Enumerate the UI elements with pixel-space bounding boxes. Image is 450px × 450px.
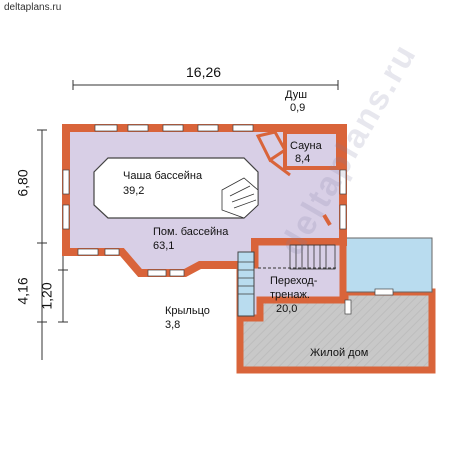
windows (62, 124, 394, 315)
sauna-area: 8,4 (295, 153, 311, 165)
pool-room-area: 63,1 (153, 240, 175, 252)
dim-height-small: 1,20 (38, 282, 55, 310)
pool-partition (322, 213, 332, 227)
shower-name: Душ (285, 89, 308, 101)
passage-area: 20,0 (276, 303, 298, 315)
site-label: deltaplans.ru (4, 2, 62, 13)
passage-stairs (289, 244, 336, 270)
porch-area (237, 251, 255, 317)
terrace-area (344, 237, 433, 293)
porch-stairs (238, 261, 254, 295)
porch-area: 3,8 (165, 319, 181, 331)
shower-area: 0,9 (290, 102, 306, 114)
shower-room (255, 130, 287, 163)
dim-width-total: 16,26 (186, 64, 222, 80)
passage-name-line2: тренаж. (270, 289, 310, 301)
passage-name-line1: Переход- (270, 275, 318, 287)
pool-bowl-area: 39,2 (123, 185, 145, 197)
sauna-room (283, 130, 340, 170)
dim-height-main: 6,80 (14, 169, 31, 197)
pool-room-name: Пом. бассейна (153, 226, 229, 238)
sauna-name: Сауна (290, 140, 322, 152)
porch-name: Крыльцо (165, 305, 210, 317)
house-name: Жилой дом (310, 347, 369, 359)
sauna-door (269, 158, 291, 177)
pool-bowl-name: Чаша бассейна (123, 170, 203, 182)
pool-ladder (221, 177, 259, 219)
dim-height-lower: 4,16 (14, 277, 31, 305)
dimension-lines (37, 80, 339, 360)
